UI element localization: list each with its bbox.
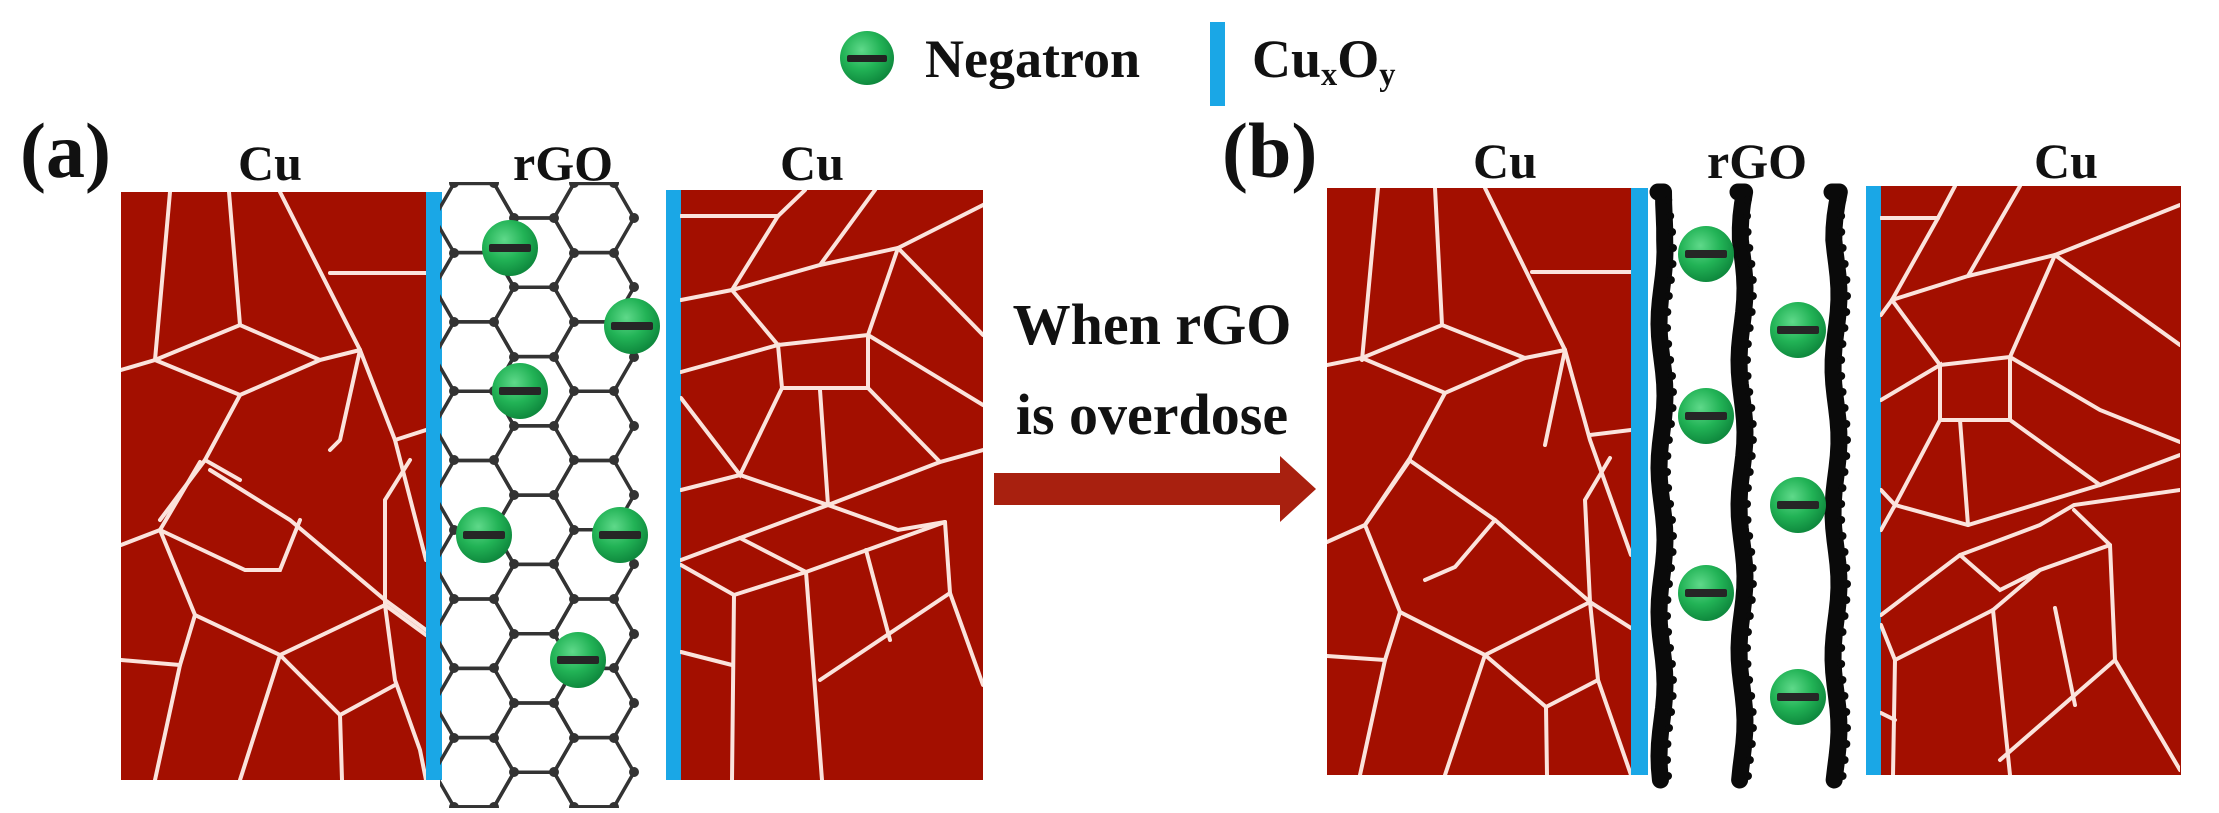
legend-negatron-label: Negatron [925,29,1140,89]
transition-text-line2: is overdose [1015,382,1289,447]
panel-b-letter: (b) [1222,107,1318,194]
negatron-icon [592,507,648,563]
negatron-icon [604,298,660,354]
negatron-icon [1678,226,1734,282]
negatron-icon [1770,302,1826,358]
cuxoy-layer [666,190,682,780]
panel-a-right-cu-block [666,190,983,780]
cuxoy-layer [1866,186,1881,775]
negatron-particles [456,220,1826,725]
panel-b-right-cu-block [1866,186,2181,775]
legend-cuxoy-label: CuxOy [1252,29,1396,94]
panel-a-letter: (a) [20,107,111,194]
panel-a-right-cu-label: Cu [780,135,844,191]
cuxoy-layer [426,192,442,780]
panel-a-left-cu-label: Cu [238,135,302,191]
legend-cuxoy-bar-icon [1210,22,1225,106]
negatron-icon [550,632,606,688]
legend-electron-icon [840,31,894,85]
transition-arrow [994,456,1316,522]
transition-text-line1: When rGO [1012,292,1292,357]
panel-b-rgo-label: rGO [1707,133,1807,189]
negatron-icon [482,220,538,276]
panel-b-right-cu-label: Cu [2034,133,2098,189]
panel-a-rgo-hexagonal-lattice [440,182,639,813]
cuxoy-layer [1631,188,1648,775]
negatron-icon [1678,388,1734,444]
negatron-icon [1678,565,1734,621]
panel-a-rgo-label: rGO [513,135,613,191]
negatron-icon [1770,477,1826,533]
negatron-icon [456,507,512,563]
negatron-icon [1770,669,1826,725]
panel-b-rgo-stacked-sheets [1649,183,1851,789]
panel-b-left-cu-block [1327,188,1648,775]
panel-a-left-cu-block [121,192,442,780]
negatron-icon [492,363,548,419]
panel-b-left-cu-label: Cu [1473,133,1537,189]
